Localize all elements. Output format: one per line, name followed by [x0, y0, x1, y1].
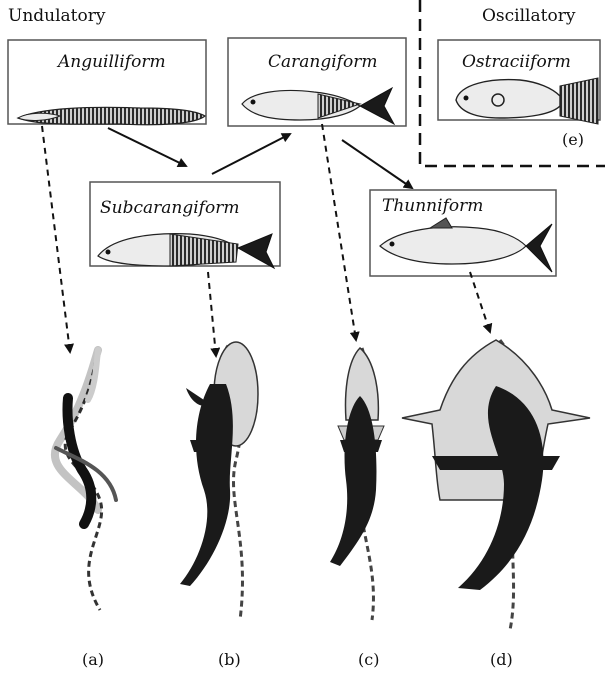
subcarangiform-swimming-sequence [180, 342, 258, 620]
anguilliform-eel-icon [18, 107, 205, 124]
pointer-to-panel-a [42, 126, 70, 352]
panel-label-c: (c) [358, 650, 379, 669]
subcarangiform-fish-icon [98, 234, 274, 268]
thunniform-swimming-sequence [402, 340, 590, 630]
subcarangiform-label: Subcarangiform [100, 198, 239, 218]
arrow-carangiform-to-thunniform [342, 140, 412, 188]
panel-label-a: (a) [82, 650, 104, 669]
panel-label-d: (d) [490, 650, 513, 669]
carangiform-fish-icon [242, 88, 394, 124]
oscillatory-group-label: Oscillatory [482, 6, 575, 26]
carangiform-swimming-sequence [330, 348, 384, 620]
pointer-to-panel-b [208, 272, 216, 356]
panel-label-b: (b) [218, 650, 241, 669]
pointer-to-panel-d [470, 272, 490, 332]
ostraciiform-label: Ostraciiform [462, 52, 571, 72]
panel-label-e: (e) [562, 130, 584, 149]
carangiform-label: Carangiform [268, 52, 377, 72]
undulatory-group-label: Undulatory [8, 6, 105, 26]
thunniform-label: Thunniform [382, 196, 483, 216]
anguilliform-label: Anguilliform [58, 52, 166, 72]
anguilliform-swimming-sequence [55, 350, 116, 610]
thunniform-tuna-icon [380, 218, 552, 272]
pointer-to-panel-c [322, 124, 356, 340]
ostraciiform-boxfish-icon [456, 78, 598, 124]
arrow-anguilliform-to-subcarangiform [108, 128, 186, 166]
arrow-subcarangiform-to-carangiform [212, 134, 290, 174]
